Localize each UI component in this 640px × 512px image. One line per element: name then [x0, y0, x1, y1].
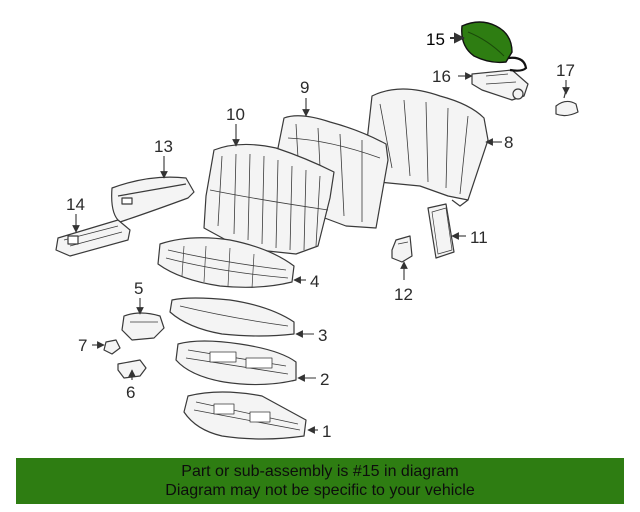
info-banner: Part or sub-assembly is #15 in diagram D…	[16, 458, 624, 504]
callout-6: 6	[126, 383, 135, 402]
callout-8: 8	[504, 133, 513, 152]
banner-line-2: Diagram may not be specific to your vehi…	[165, 482, 475, 499]
callout-12: 12	[394, 285, 413, 304]
callout-labels: 1 2 3 4 5 6 7 8 9 10 11 12 13 14 15 16 1…	[66, 30, 575, 441]
part-14-armrest-base[interactable]	[55, 219, 131, 257]
parts-diagram: 1 2 3 4 5 6 7 8 9 10 11 12 13 14 15 16 1…	[55, 21, 579, 441]
part-4-seat-cushion-cover[interactable]	[157, 237, 295, 289]
callout-7: 7	[78, 336, 87, 355]
banner-line-1: Part or sub-assembly is #15 in diagram	[181, 463, 459, 480]
part-6-clip[interactable]	[117, 359, 147, 379]
part-5-bracket[interactable]	[121, 312, 165, 341]
part-11-panel[interactable]	[427, 203, 455, 259]
part-10-seat-back-cover[interactable]	[203, 143, 335, 255]
callout-14: 14	[66, 195, 85, 214]
part-1-seat-base[interactable]	[183, 391, 307, 440]
part-15-headrest[interactable]	[461, 21, 528, 72]
callout-15: 15	[426, 30, 445, 49]
callout-16: 16	[432, 67, 451, 86]
callout-13: 13	[154, 137, 173, 156]
part-2-seat-frame[interactable]	[175, 340, 297, 386]
callout-2: 2	[320, 370, 329, 389]
callout-10: 10	[226, 105, 245, 124]
callout-3: 3	[318, 326, 327, 345]
callout-1: 1	[322, 422, 331, 441]
callout-9: 9	[300, 78, 309, 97]
part-12-hinge-bracket[interactable]	[391, 235, 413, 263]
callout-11: 11	[470, 228, 488, 247]
callout-5: 5	[134, 279, 143, 298]
part-3-seat-pad[interactable]	[169, 297, 295, 337]
callout-17: 17	[556, 61, 575, 80]
part-17-cap[interactable]	[555, 89, 579, 117]
part-7-fastener[interactable]	[103, 339, 121, 355]
part-13-armrest[interactable]	[111, 176, 195, 223]
callout-4: 4	[310, 272, 319, 291]
leader-lines	[72, 32, 570, 434]
part-16-headrest-bracket[interactable]	[471, 69, 529, 101]
